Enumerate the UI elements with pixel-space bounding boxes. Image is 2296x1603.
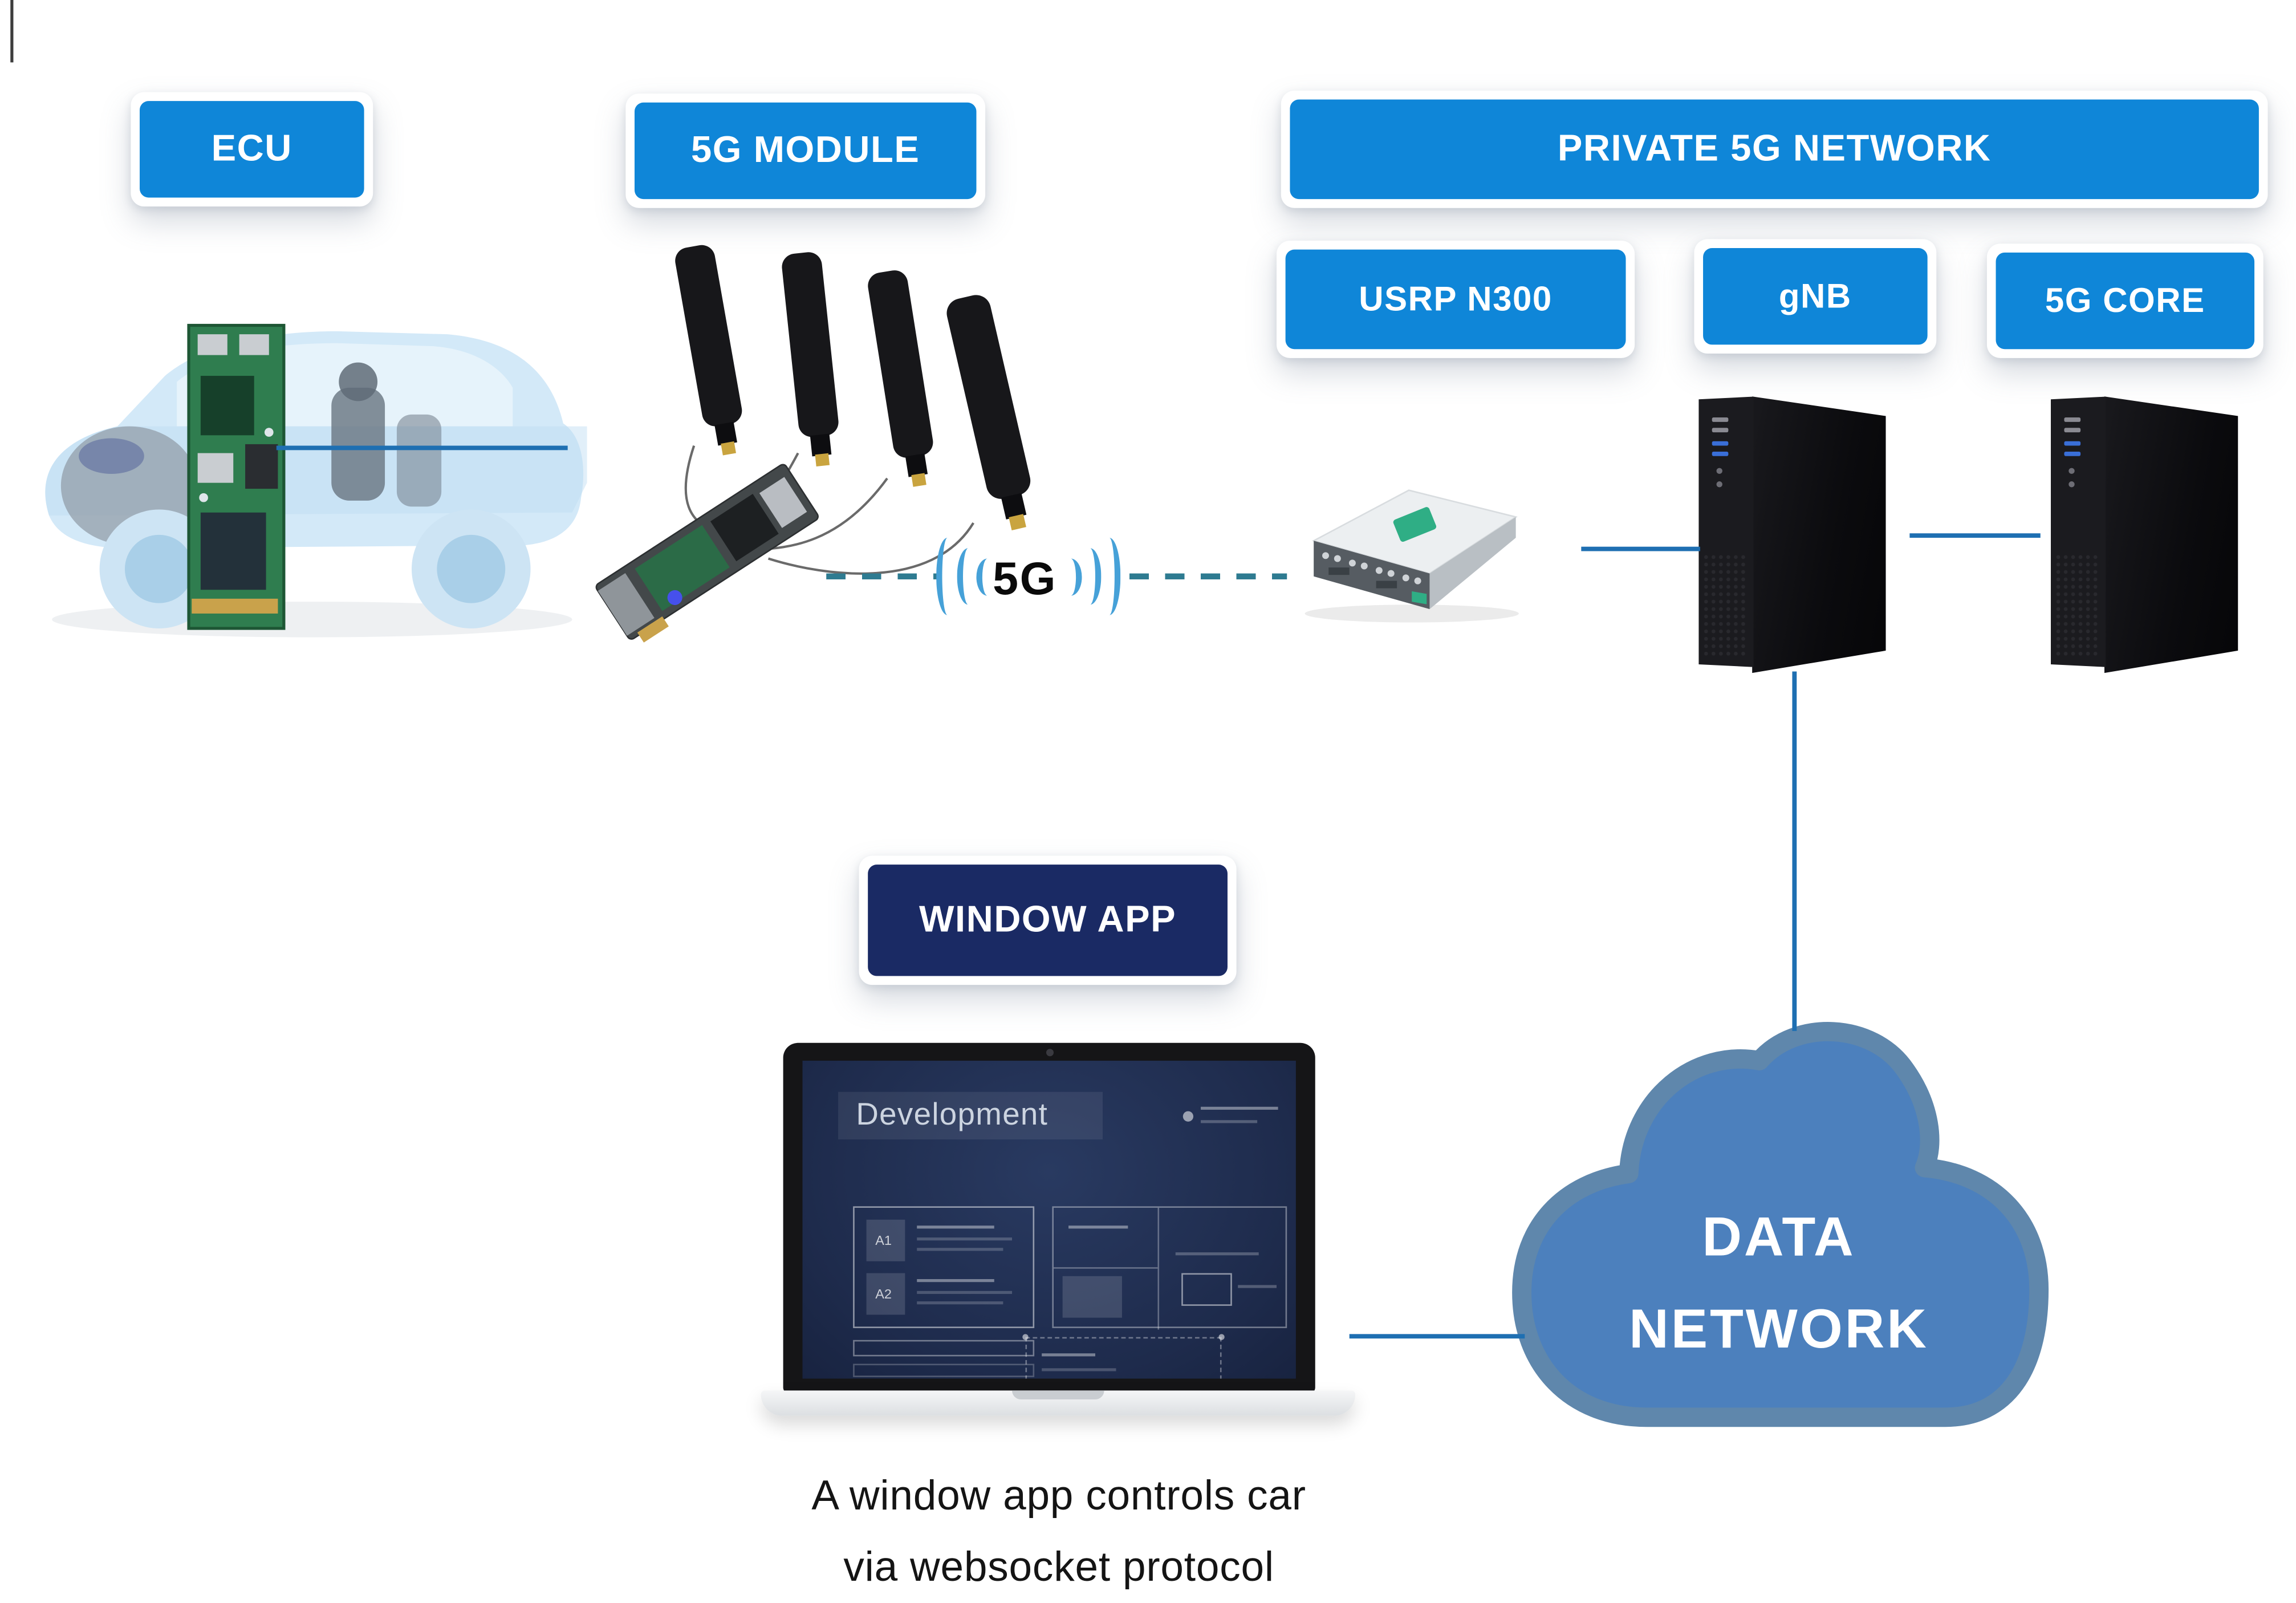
label-5g-module-text: 5G MODULE xyxy=(634,102,977,200)
signal-wave-icon xyxy=(1098,538,1121,615)
label-private-5g-network-text: PRIVATE 5G NETWORK xyxy=(1290,99,2259,200)
cloud-label-line2: NETWORK xyxy=(1629,1298,1929,1359)
label-ecu: ECU xyxy=(131,92,373,207)
screen-title-text: Development xyxy=(856,1098,1049,1133)
5g-module-image xyxy=(595,245,1031,643)
label-5g-core-text: 5G CORE xyxy=(1996,252,2255,350)
ecu-board-graphic xyxy=(187,323,286,630)
label-private-5g-network: PRIVATE 5G NETWORK xyxy=(1281,90,2268,208)
screen-item-a1: A1 xyxy=(875,1233,892,1248)
gnb-server-image xyxy=(1698,393,1886,673)
usrp-device-image xyxy=(1305,489,1519,623)
screen-dot xyxy=(1182,1111,1194,1122)
label-ecu-text: ECU xyxy=(140,101,364,198)
laptop-screen: Development A1 A2 xyxy=(802,1061,1296,1379)
laptop-base xyxy=(761,1390,1356,1416)
connector-laptop-to-cloud xyxy=(1349,1334,1525,1339)
signal-wave-icon xyxy=(976,558,998,596)
gnb-server-side xyxy=(1752,396,1886,673)
screen-item-a2: A2 xyxy=(875,1287,892,1302)
caption-line1: A window app controls car xyxy=(811,1472,1306,1519)
label-gnb: gNB xyxy=(1694,239,1937,354)
signal-wave-icon xyxy=(936,538,958,615)
page-edge-line xyxy=(10,0,14,63)
label-gnb-text: gNB xyxy=(1703,248,1928,345)
caption: A window app controls car via websocket … xyxy=(595,1460,1523,1603)
label-5g-module: 5G MODULE xyxy=(625,94,986,208)
core-server-front xyxy=(2050,396,2106,667)
label-window-app: WINDOW APP xyxy=(859,855,1237,985)
core-server-side xyxy=(2104,396,2238,673)
cloud-shape xyxy=(1512,1022,2049,1427)
connector-usrp-to-gnb xyxy=(1581,546,1700,551)
caption-line2: via websocket protocol xyxy=(843,1543,1274,1590)
screen-title-bar: Development xyxy=(838,1091,1103,1140)
connector-ecu-to-module xyxy=(276,445,568,451)
module-board-graphic xyxy=(595,464,819,643)
dashed-link-left xyxy=(826,573,940,579)
connector-gnb-to-cloud xyxy=(1792,671,1797,1031)
label-usrp-n300-text: USRP N300 xyxy=(1285,249,1626,350)
laptop-camera-icon xyxy=(1046,1049,1054,1057)
wireless-5g-label: 5G xyxy=(993,553,1058,605)
core-server-image xyxy=(2050,393,2238,673)
laptop-image: Development A1 A2 xyxy=(783,1042,1315,1394)
dashed-link-right xyxy=(1129,573,1287,579)
connector-gnb-to-core xyxy=(1909,533,2041,538)
label-window-app-text: WINDOW APP xyxy=(868,865,1228,976)
signal-wave-icon xyxy=(957,548,980,605)
label-5g-core: 5G CORE xyxy=(1986,244,2264,358)
cloud-label: DATA NETWORK xyxy=(1534,1191,2024,1375)
cloud-label-line1: DATA xyxy=(1702,1206,1856,1268)
laptop-notch xyxy=(1012,1390,1104,1400)
car-image xyxy=(45,323,587,638)
label-usrp-n300: USRP N300 xyxy=(1276,241,1635,358)
gnb-server-front xyxy=(1698,396,1754,667)
antenna-icon xyxy=(675,245,1031,531)
